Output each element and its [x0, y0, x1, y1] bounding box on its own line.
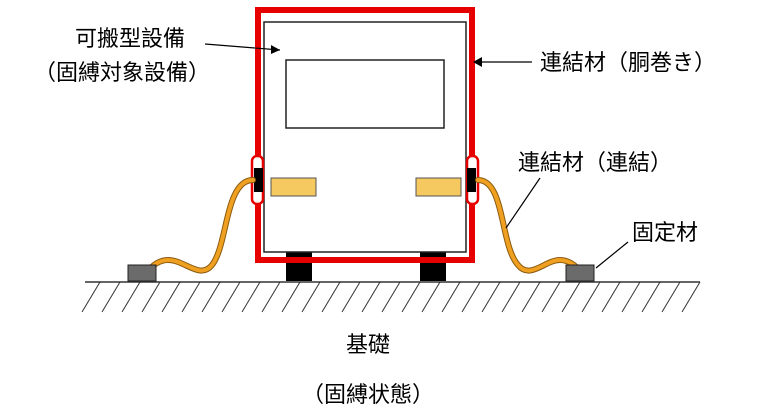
hatch-line — [321, 281, 341, 313]
label-fixing-material: 固定材 — [632, 221, 698, 246]
caption-tied-state: （固縛状態） — [302, 383, 434, 408]
hatch-line — [681, 281, 701, 313]
hatch-line — [561, 281, 581, 313]
hatch-line — [661, 281, 681, 313]
ground-hatching — [81, 281, 701, 313]
equipment-body — [263, 21, 467, 253]
hatch-line — [101, 281, 121, 313]
hatch-line — [201, 281, 221, 313]
right-wheel — [420, 248, 446, 281]
label-connector-wrap: 連結材（胴巻き） — [540, 51, 716, 76]
connector-wrap-frame — [255, 7, 475, 263]
right-bumper-light — [415, 177, 462, 197]
hatch-line — [501, 281, 521, 313]
label-equipment-line1: 可搬型設備 — [75, 27, 185, 52]
hatch-line — [601, 281, 621, 313]
equipment-window — [285, 59, 445, 129]
hatch-line — [361, 281, 381, 313]
hatch-line — [341, 281, 361, 313]
hatch-line — [421, 281, 441, 313]
hatch-line — [141, 281, 161, 313]
leader-connector-wrap-arrowhead — [473, 57, 482, 67]
hatch-line — [261, 281, 281, 313]
hatch-line — [181, 281, 201, 313]
hatch-line — [221, 281, 241, 313]
leader-equipment — [204, 43, 281, 51]
label-connector-link: 連結材（連結） — [518, 151, 672, 176]
hatch-line — [161, 281, 181, 313]
hatch-line — [301, 281, 321, 313]
hatch-line — [481, 281, 501, 313]
hatch-line — [81, 281, 101, 313]
left-wheel — [286, 248, 312, 281]
hatch-line — [241, 281, 261, 313]
leader-fixing-material — [595, 241, 629, 269]
hatch-line — [461, 281, 481, 313]
leader-connector-link — [505, 177, 541, 229]
hatch-line — [381, 281, 401, 313]
hatch-line — [541, 281, 561, 313]
right-connector-cable — [476, 178, 584, 275]
hatch-line — [641, 281, 661, 313]
hatch-line — [621, 281, 641, 313]
label-equipment-line2: （固縛対象設備） — [34, 61, 210, 86]
foundation-ground — [81, 281, 701, 313]
label-foundation: 基礎 — [346, 333, 390, 358]
hatch-line — [281, 281, 301, 313]
left-bumper-light — [270, 177, 317, 197]
hatch-line — [581, 281, 601, 313]
hatch-line — [441, 281, 461, 313]
right-fixing-anchor — [565, 264, 595, 282]
hatch-line — [401, 281, 421, 313]
hatch-line — [521, 281, 541, 313]
left-connector-cable — [144, 178, 255, 275]
leader-equipment-arrowhead — [271, 45, 280, 54]
hatch-line — [121, 281, 141, 313]
left-fixing-anchor — [127, 264, 157, 282]
